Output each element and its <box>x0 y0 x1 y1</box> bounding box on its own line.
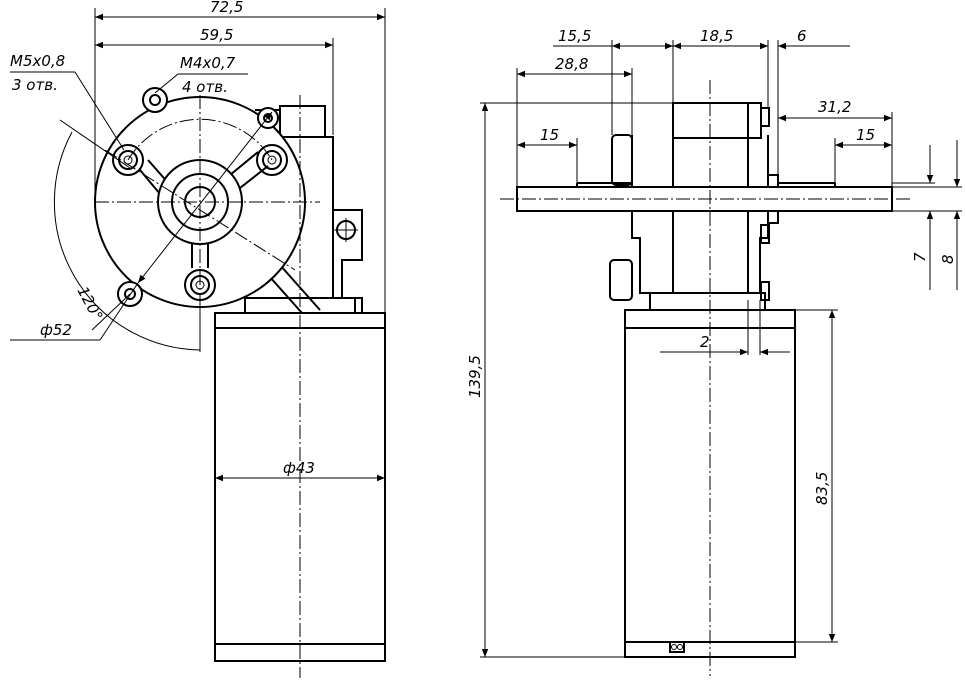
dim-key-right: 15 <box>856 126 875 144</box>
dim-gap: 6 <box>797 27 807 45</box>
thread-small-holes: 4 отв. <box>182 78 228 96</box>
front-view: 72,5 59,5 M5x0,8 3 отв. M4x0,7 4 отв. 12… <box>10 0 386 678</box>
dim-total-height: 139,5 <box>466 355 484 398</box>
dim-motor-diameter: ф43 <box>283 459 315 477</box>
dim-shaft-thickness-2: 8 <box>939 254 957 264</box>
side-view: 15,5 28,8 18,5 6 31,2 15 15 7 8 139,5 83… <box>466 27 962 676</box>
dim-key-left: 15 <box>540 126 559 144</box>
dim-shaft-offset-2: 28,8 <box>555 55 588 73</box>
thread-large-holes: 3 отв. <box>12 76 58 94</box>
gearbox-side <box>631 135 769 294</box>
thread-small-label: M4x0,7 <box>180 54 236 72</box>
dim-flange-diameter: ф52 <box>40 321 72 339</box>
dim-width-total: 72,5 <box>210 0 243 16</box>
thread-large-label: M5x0,8 <box>10 52 65 70</box>
dim-motor-height: 83,5 <box>813 472 831 505</box>
dim-shaft-offset-1: 15,5 <box>558 27 591 45</box>
dim-gear-width: 18,5 <box>700 27 733 45</box>
dim-width-mount: 59,5 <box>200 26 233 44</box>
dim-shaft-right: 31,2 <box>818 98 851 116</box>
dim-angle: 120° <box>73 283 106 323</box>
dim-shaft-thickness-1: 7 <box>911 252 929 262</box>
angle-arc <box>53 131 201 351</box>
dim-offset-small: 2 <box>700 333 710 351</box>
